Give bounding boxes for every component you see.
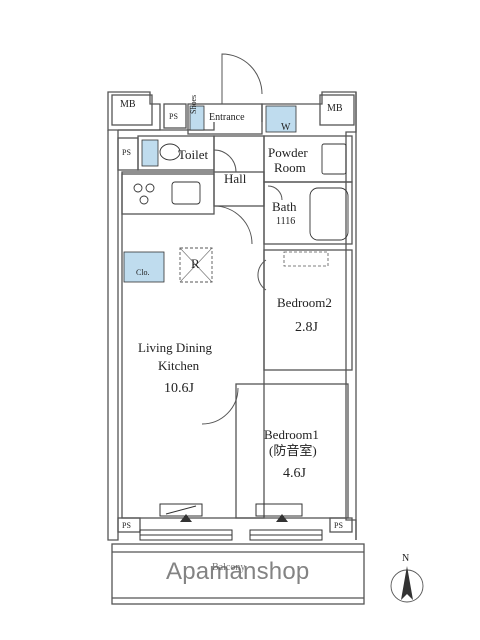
closet-label: Clo. [136, 268, 150, 277]
bedroom2-door-swing [257, 259, 267, 291]
ldk-label-2: Kitchen [158, 358, 200, 373]
ac-unit [159, 503, 203, 517]
kitchen-counter [121, 173, 215, 215]
north-label: N [402, 553, 410, 564]
ps-label: PS [169, 112, 178, 121]
powder-room-label-2: Room [274, 160, 306, 175]
ps-label: PS [334, 521, 343, 530]
mb-left-box [111, 94, 153, 126]
ac-arrow-icon [276, 514, 288, 522]
bedroom1-label: Bedroom1 [264, 427, 319, 442]
bedroom2-label: Bedroom2 [277, 295, 332, 310]
sink-icon [321, 143, 347, 175]
refrigerator-box [179, 247, 213, 283]
washer-pan [265, 105, 297, 133]
bathtub-icon [309, 187, 349, 241]
bath-door-swing [267, 185, 283, 201]
ps-box [163, 103, 187, 129]
hall-door-swing [213, 205, 253, 245]
toilet-door-swing [213, 149, 237, 173]
ac-arrow-icon [180, 514, 192, 522]
ps-box [117, 517, 141, 533]
ps-box [329, 517, 353, 533]
bath-box [263, 181, 353, 245]
shoes-label: Shoes [189, 94, 198, 114]
bedroom1-note: (防音室) [269, 443, 317, 458]
powder-room-label-1: Powder [268, 145, 308, 160]
bedroom2-wall [263, 249, 353, 371]
shoes-cabinet [189, 105, 205, 131]
outer-wall [107, 130, 119, 541]
toilet-sink [141, 139, 159, 167]
bedroom2-size: 2.8J [295, 320, 318, 335]
balcony-outline [111, 543, 365, 605]
ps-label: PS [122, 148, 131, 157]
burner-icon [139, 195, 149, 205]
bedroom1-wall [235, 383, 349, 519]
mb-right-box [319, 94, 355, 126]
ac-slash [165, 505, 197, 515]
ac-unit [255, 503, 303, 517]
entrance-label: Entrance [209, 112, 245, 123]
burner-icon [133, 183, 143, 193]
mb-right-label: MB [327, 103, 343, 114]
hall-label: Hall [224, 171, 247, 186]
hall-box [213, 135, 265, 207]
bath-label: Bath [272, 199, 297, 214]
kitchen-sink-icon [171, 181, 201, 205]
closet [123, 251, 165, 283]
watermark: Apamanshop [166, 558, 310, 585]
entrance-door-swing [221, 53, 263, 104]
toilet-label: Toilet [178, 147, 209, 162]
ldk-size: 10.6J [164, 381, 194, 396]
ldk-label-1: Living Dining [138, 340, 213, 355]
washer-label: W [281, 122, 291, 133]
outer-wall [118, 122, 215, 131]
refrigerator-label: R [191, 256, 200, 271]
toilet-bowl-icon [159, 143, 181, 161]
mb-left-label: MB [120, 99, 136, 110]
bedroom2-closet [283, 251, 329, 267]
bedroom1-door-swing [201, 387, 239, 425]
ps-label: PS [122, 521, 131, 530]
bedroom1-size: 4.6J [283, 466, 306, 481]
balcony-label: Balcony [212, 562, 246, 573]
entrance-box [187, 103, 263, 135]
refrigerator-cross [179, 247, 213, 283]
bath-size-label: 1116 [276, 216, 296, 227]
burner-icon [145, 183, 155, 193]
compass-icon [390, 566, 424, 603]
